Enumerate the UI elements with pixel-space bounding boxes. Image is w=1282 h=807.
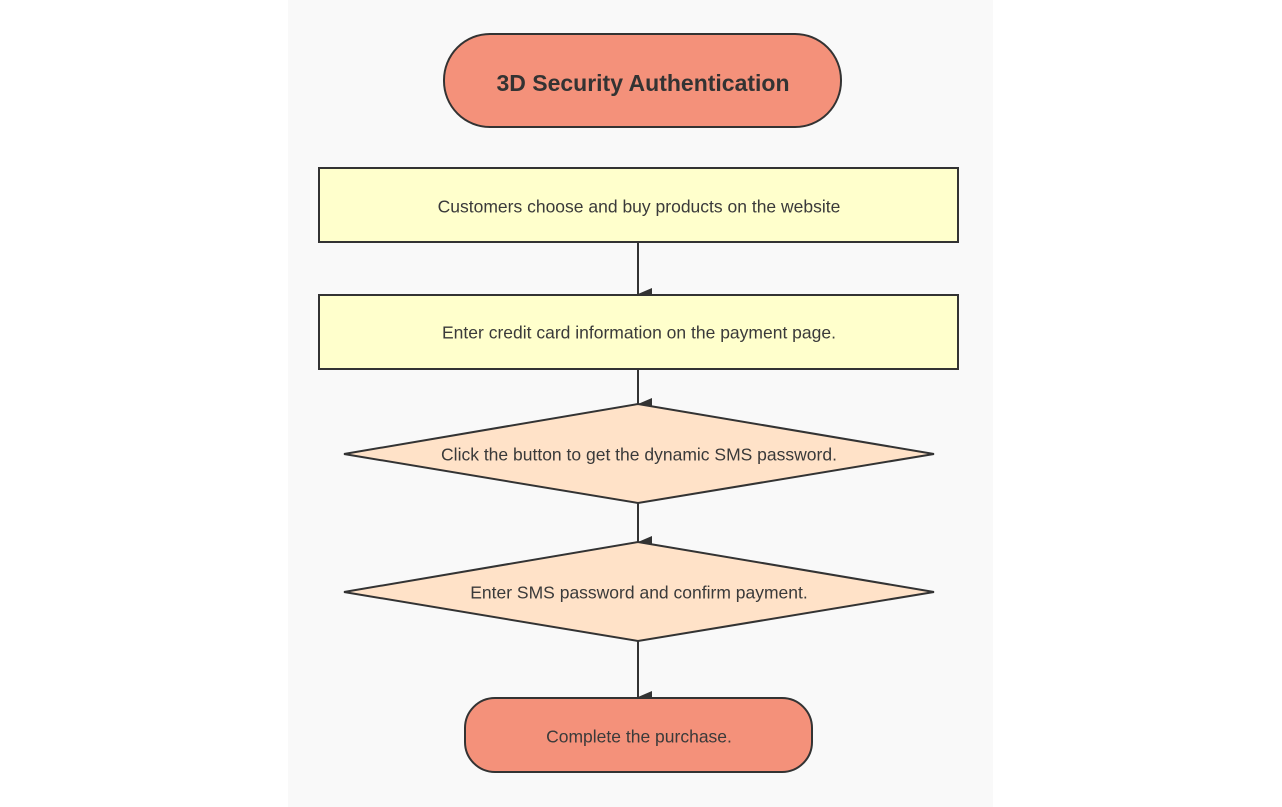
node-end-terminal: Complete the purchase. [464, 697, 813, 773]
node-enter-card-label: Enter credit card information on the pay… [442, 323, 836, 343]
node-get-sms-label: Click the button to get the dynamic SMS … [441, 445, 837, 465]
node-enter-card-process: Enter credit card information on the pay… [318, 294, 959, 370]
node-start-terminal: 3D Security Authentication [443, 33, 842, 128]
node-confirm-label: Enter SMS password and confirm payment. [470, 583, 808, 603]
node-confirm-decision: Enter SMS password and confirm payment. [343, 540, 935, 643]
node-choose-process: Customers choose and buy products on the… [318, 167, 959, 243]
node-end-label: Complete the purchase. [546, 727, 732, 747]
node-get-sms-decision: Click the button to get the dynamic SMS … [343, 402, 935, 505]
node-start-label: 3D Security Authentication [496, 70, 789, 96]
node-choose-label: Customers choose and buy products on the… [438, 197, 841, 217]
